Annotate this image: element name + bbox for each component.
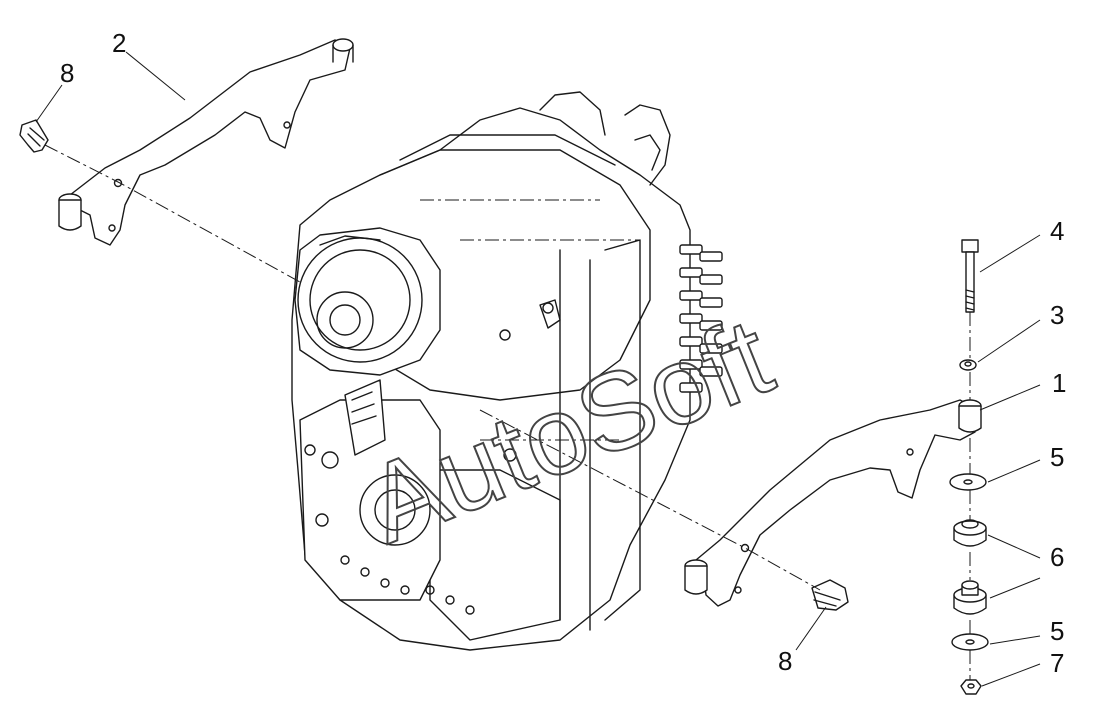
leader-lines	[35, 51, 1041, 687]
callout-5-upper: 5	[1050, 442, 1064, 472]
bolt-upper	[19, 119, 49, 153]
mount-bracket-left	[58, 38, 354, 246]
isolator-lower	[953, 580, 987, 615]
callout-2: 2	[112, 28, 126, 58]
solenoid-connectors	[679, 244, 723, 393]
callout-1: 1	[1052, 368, 1066, 398]
callout-6: 6	[1050, 542, 1064, 572]
washer-lower	[951, 633, 989, 651]
washer-upper	[949, 473, 987, 491]
callout-8-lower: 8	[778, 646, 792, 676]
nut-upper	[959, 359, 977, 371]
callout-8-upper: 8	[60, 58, 74, 88]
mount-bracket-right	[684, 399, 982, 607]
callout-7: 7	[1050, 648, 1064, 678]
callout-labels: 2 8 4 3 1 5 6 5 7 8	[60, 28, 1066, 678]
isolator-upper	[953, 519, 987, 547]
nut-lower	[960, 679, 982, 695]
assembly-centerlines	[44, 144, 971, 680]
callout-4: 4	[1050, 216, 1064, 246]
callout-5-lower: 5	[1050, 616, 1064, 646]
bolt-lower	[811, 579, 849, 611]
transmission-housing	[291, 91, 723, 651]
long-bolt	[961, 239, 979, 313]
callout-3: 3	[1050, 300, 1064, 330]
